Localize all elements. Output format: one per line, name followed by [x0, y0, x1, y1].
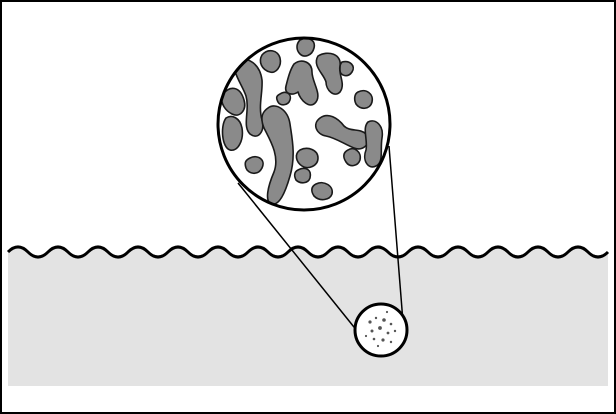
organism-shape — [355, 91, 373, 109]
organism-shape — [245, 157, 263, 174]
organism-shape — [277, 92, 291, 104]
organism-shape — [295, 168, 311, 182]
organism-shape — [296, 148, 318, 167]
water-droplet-sample-icon — [355, 304, 407, 356]
organism-shape — [344, 149, 360, 166]
organism-shape — [223, 116, 243, 150]
organism-shape — [340, 62, 353, 76]
water-body — [8, 247, 608, 386]
organism-shape — [312, 183, 332, 200]
organism-shape — [297, 38, 314, 56]
organism-shape — [365, 121, 383, 167]
organism-shape — [260, 51, 280, 73]
magnified-view-icon — [218, 38, 390, 210]
